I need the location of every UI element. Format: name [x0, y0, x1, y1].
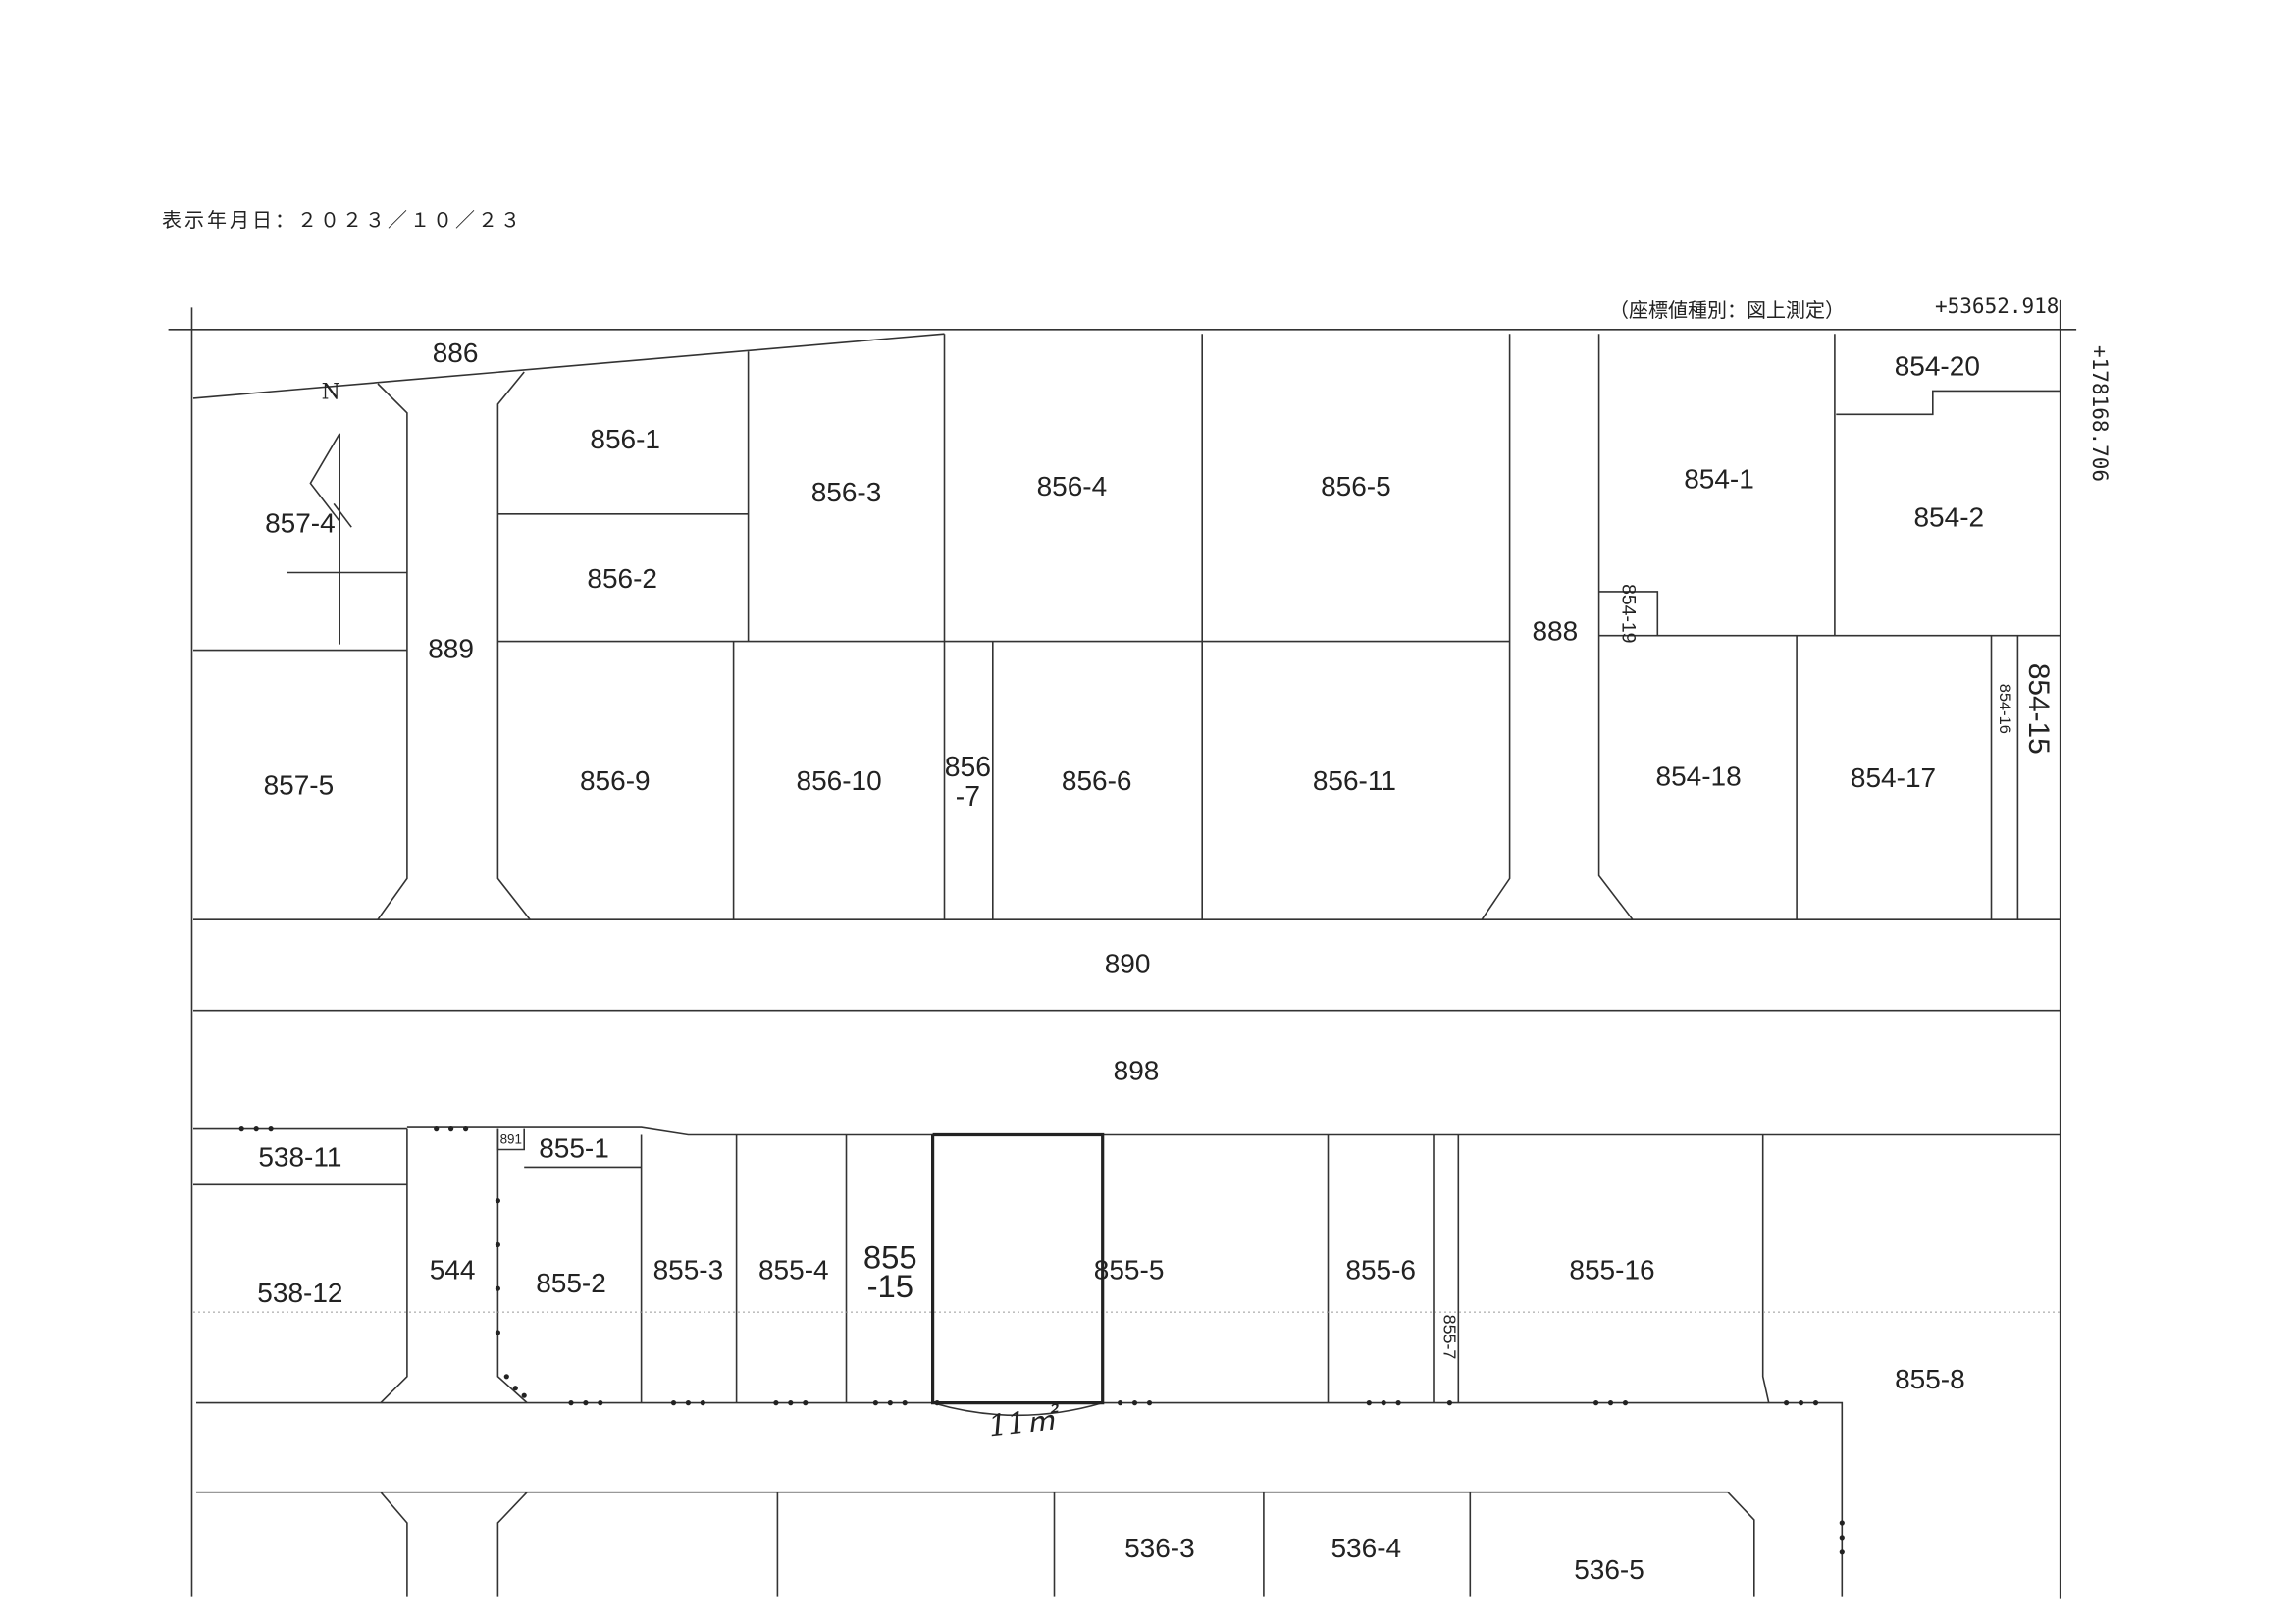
parcel-label-855-6: 855-6 [1345, 1254, 1416, 1284]
parcel-label-856-7: 856-7 [945, 752, 991, 812]
parcel-label-536-5: 536-5 [1574, 1554, 1644, 1585]
parcel-label-854-19: 854-19 [1617, 584, 1639, 643]
parcel-label-856-9: 856-9 [580, 765, 651, 796]
display-date: 表示年月日：２０２３／１０／２３ [162, 208, 523, 232]
parcel-label-890: 890 [1105, 948, 1151, 978]
parcel-label-538-11: 538-11 [258, 1141, 341, 1172]
parcel-label-857-5: 857-5 [264, 769, 335, 800]
parcel-label-856-1: 856-1 [590, 424, 660, 454]
coordinate-x: +53652.918 [1935, 294, 2060, 318]
handwritten-area-note: 11㎡ [987, 1402, 1063, 1444]
parcel-label-856-3: 856-3 [811, 477, 882, 507]
parcel-label-855-8: 855-8 [1895, 1364, 1965, 1394]
parcel-label-538-12: 538-12 [257, 1278, 342, 1308]
parcel-label-888: 888 [1532, 616, 1578, 647]
parcel-label-856-5: 856-5 [1321, 471, 1391, 501]
parcel-label-854-16: 854-16 [1996, 684, 2013, 734]
parcel-label-854-20: 854-20 [1895, 351, 1980, 382]
parcel-label-857-4: 857-4 [265, 507, 336, 538]
parcel-label-856-4: 856-4 [1037, 471, 1108, 501]
coordinate-type-note: （座標値種別：図上測定） [1609, 298, 1845, 322]
parcel-label-855-1: 855-1 [539, 1133, 609, 1164]
parcel-label-855-5: 855-5 [1094, 1254, 1165, 1284]
parcel-label-854-1: 854-1 [1684, 464, 1754, 495]
parcel-label-854-2: 854-2 [1913, 501, 1984, 532]
parcel-label-536-3: 536-3 [1124, 1533, 1195, 1563]
parcel-label-855-15: 855-15 [863, 1238, 917, 1304]
parcel-label-889: 889 [428, 634, 474, 664]
parcel-label-898: 898 [1114, 1055, 1160, 1085]
parcel-label-854-15: 854-15 [2022, 663, 2055, 755]
parcel-label-855-7: 855-7 [1439, 1315, 1459, 1360]
parcel-label-854-17: 854-17 [1851, 762, 1936, 793]
parcel-label-855-3: 855-3 [653, 1254, 724, 1284]
parcel-label-536-4: 536-4 [1331, 1533, 1401, 1563]
parcel-label-854-18: 854-18 [1656, 760, 1742, 791]
parcel-label-855-2: 855-2 [536, 1268, 606, 1298]
coordinate-y: +178168.706 [2088, 345, 2112, 483]
parcel-label-886: 886 [433, 338, 479, 368]
north-arrow-icon [287, 433, 407, 645]
parcel-label-544: 544 [430, 1254, 476, 1284]
parcel-label-856-6: 856-6 [1062, 765, 1132, 796]
north-label: N [322, 380, 340, 404]
parcel-label-856-2: 856-2 [587, 563, 657, 594]
parcel-label-855-4: 855-4 [758, 1254, 829, 1284]
parcel-label-855-16: 855-16 [1569, 1254, 1654, 1284]
parcel-label-856-11: 856-11 [1313, 765, 1396, 796]
parcel-label-856-10: 856-10 [797, 765, 882, 796]
parcel-label-891: 891 [500, 1132, 522, 1147]
